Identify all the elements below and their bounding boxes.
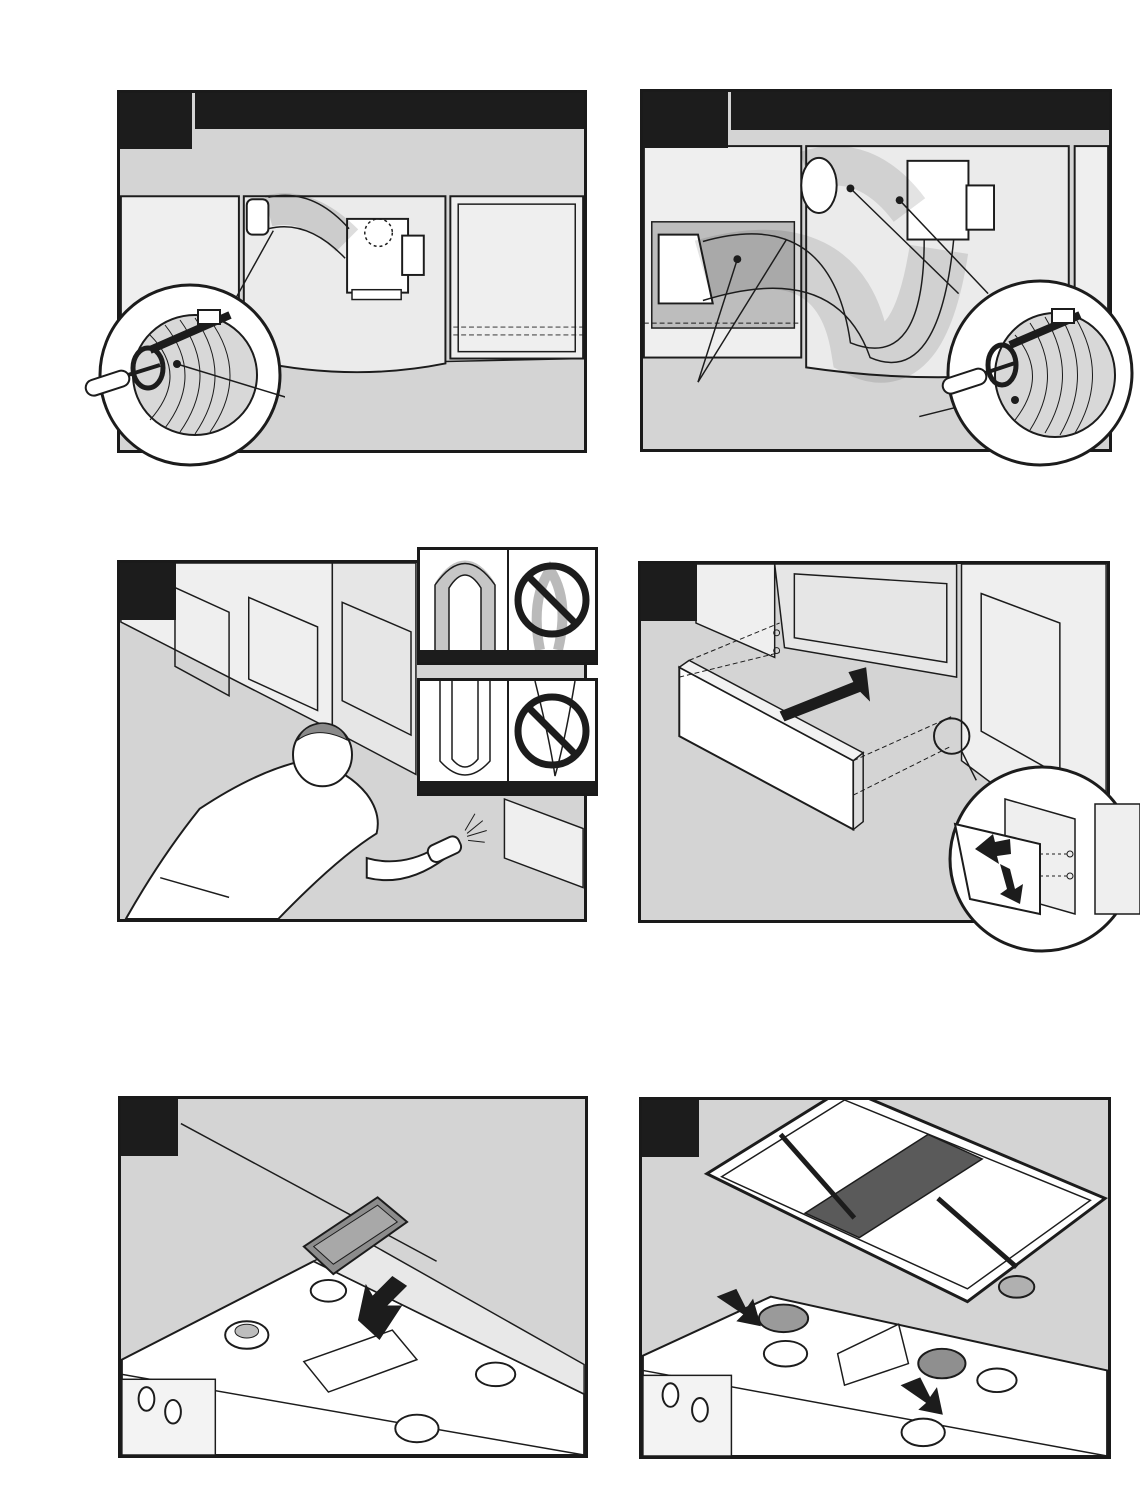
clamp-detail-callout bbox=[940, 275, 1140, 470]
step-number-tab bbox=[120, 93, 192, 149]
clamp-detail-callout bbox=[80, 280, 285, 470]
step-header-bar bbox=[731, 92, 1112, 130]
step-number-tab bbox=[643, 92, 728, 148]
step-number-tab bbox=[120, 563, 176, 620]
step-illustration bbox=[642, 1100, 1108, 1456]
correct-duct-icon bbox=[435, 564, 495, 651]
prohibited-kink-icon bbox=[518, 681, 586, 776]
cabinet-right bbox=[450, 196, 583, 358]
prohibited-kink-icon bbox=[518, 566, 586, 650]
correct-routing-inset bbox=[417, 678, 598, 796]
step-panel-filter-install bbox=[118, 1096, 588, 1458]
step-panel-grate-install bbox=[639, 1097, 1111, 1459]
step-header-bar bbox=[195, 93, 587, 129]
correct-duct-icon bbox=[440, 681, 490, 775]
step-number-tab bbox=[641, 564, 697, 621]
step-number-tab bbox=[121, 1099, 178, 1156]
correct-routing-inset bbox=[417, 547, 598, 665]
mounting-detail-callout bbox=[945, 764, 1140, 954]
step-number-tab bbox=[642, 1100, 699, 1157]
step-illustration bbox=[121, 1099, 585, 1455]
